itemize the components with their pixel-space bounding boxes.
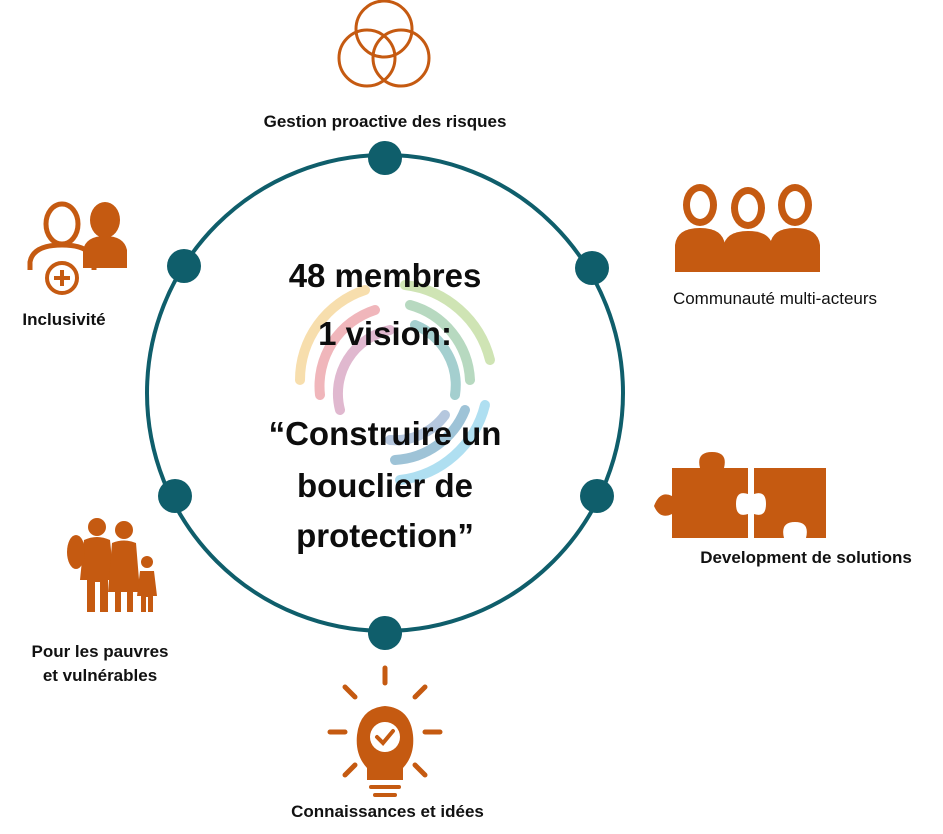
center-line-4: bouclier de	[296, 467, 474, 504]
label-poor-vulnerable-line-2: et vulnérables	[42, 666, 158, 685]
center-line-3: “Construire un	[268, 415, 502, 452]
puzzle-pieces-icon	[654, 452, 826, 538]
node-top	[368, 141, 402, 175]
node-upper-right	[575, 251, 609, 285]
center-line-2: 1 vision:	[318, 315, 452, 352]
label-multi-stakeholder: Communauté multi-acteurs	[672, 289, 878, 308]
ring	[145, 153, 625, 633]
node-lower-right	[580, 479, 614, 513]
node-upper-left	[167, 249, 201, 283]
lightbulb-check-icon	[327, 665, 443, 797]
logo-watermark	[295, 280, 495, 485]
label-poor-vulnerable-line-1: Pour les pauvres	[31, 642, 169, 661]
group-of-people-icon	[675, 184, 820, 272]
center-line-5: protection”	[296, 517, 474, 554]
label-proactive-risk: Gestion proactive des risques	[263, 112, 507, 131]
label-inclusivity: Inclusivité	[22, 310, 106, 329]
label-knowledge: Connaissances et idées	[291, 802, 484, 821]
center-line-1: 48 membres	[288, 257, 482, 294]
node-lower-left	[158, 479, 192, 513]
node-bottom	[368, 616, 402, 650]
family-icon	[67, 518, 157, 612]
overlapping-circles-icon	[337, 0, 431, 88]
user-add-icon	[27, 201, 127, 295]
label-solutions: Development de solutions	[700, 548, 912, 567]
